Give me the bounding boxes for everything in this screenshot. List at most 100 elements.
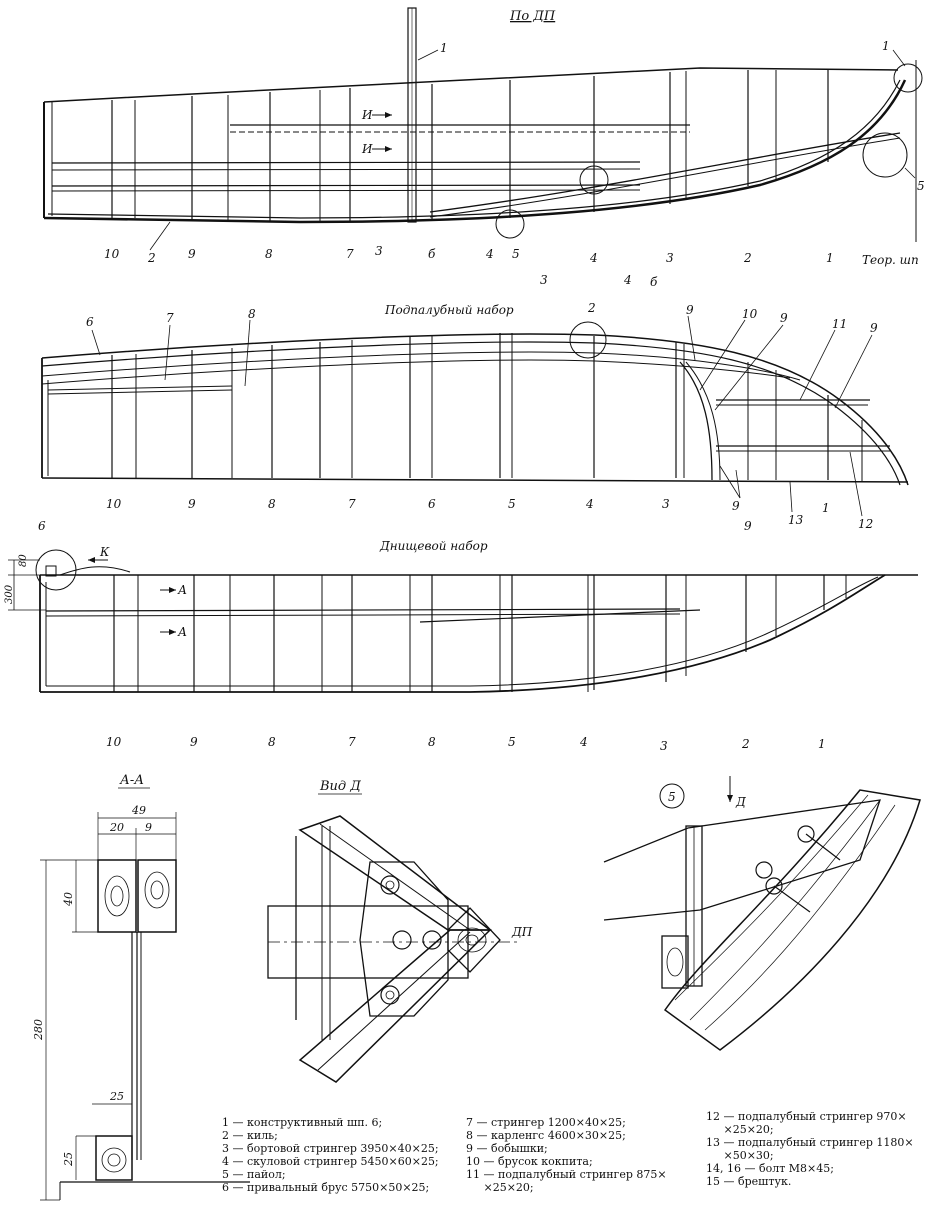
svg-text:9: 9 bbox=[780, 311, 788, 325]
svg-text:9: 9 bbox=[145, 821, 152, 834]
detail-5-stem-timber bbox=[663, 789, 921, 1051]
svg-text:25: 25 bbox=[62, 1152, 75, 1167]
svg-text:4: 4 bbox=[623, 273, 632, 287]
detail-circle-top-bow bbox=[893, 63, 923, 93]
detail-circle-top-mid bbox=[579, 165, 609, 195]
svg-text:А: А bbox=[177, 583, 187, 597]
section-aa: А-А 49 20 9 bbox=[32, 773, 250, 1201]
svg-text:7: 7 bbox=[348, 497, 356, 511]
svg-text:А: А bbox=[177, 625, 187, 639]
svg-text:8: 8 bbox=[248, 307, 256, 321]
svg-text:б: б bbox=[650, 275, 658, 289]
top-keel-line bbox=[43, 79, 907, 224]
top-callout-1b: 1 bbox=[882, 39, 890, 53]
svg-text:300: 300 bbox=[4, 584, 15, 604]
legend-column-3: 12 — подпалубный стрингер 970× ×25×20; 1… bbox=[706, 1110, 914, 1188]
svg-text:80: 80 bbox=[18, 554, 29, 567]
svg-text:9: 9 bbox=[870, 321, 878, 335]
top-sheer-line bbox=[43, 67, 899, 103]
svg-text:2: 2 bbox=[741, 737, 750, 751]
svg-text:5: 5 bbox=[508, 735, 516, 749]
svg-text:13: 13 bbox=[788, 513, 804, 527]
view-d-title: Вид Д bbox=[319, 779, 361, 794]
svg-text:40: 40 bbox=[62, 892, 75, 907]
top-view: По ДП И bbox=[43, 7, 925, 289]
svg-text:6: 6 bbox=[38, 519, 46, 533]
svg-text:49: 49 bbox=[131, 804, 146, 817]
svg-text:4: 4 bbox=[585, 497, 594, 511]
bottom-frame-title: Днищевой набор bbox=[379, 539, 488, 553]
svg-text:6: 6 bbox=[86, 315, 94, 329]
svg-text:1: 1 bbox=[826, 251, 834, 265]
svg-text:б: б bbox=[428, 247, 436, 261]
section-timber-bottom bbox=[95, 1135, 133, 1181]
svg-text:7: 7 bbox=[346, 247, 354, 261]
svg-text:9: 9 bbox=[744, 519, 752, 533]
deck-sheer bbox=[41, 333, 909, 486]
legend-column-1: 1 — конструктивный шп. 6; 2 — киль; 3 — … bbox=[222, 1116, 439, 1194]
view-d-stem bbox=[447, 907, 501, 973]
svg-text:280: 280 bbox=[32, 1019, 45, 1041]
detail-5-badge bbox=[659, 783, 685, 809]
svg-text:8: 8 bbox=[268, 497, 276, 511]
svg-text:20: 20 bbox=[109, 821, 124, 834]
svg-text:11: 11 bbox=[832, 317, 847, 331]
svg-text:5: 5 bbox=[512, 247, 520, 261]
section-timber-right bbox=[137, 859, 177, 933]
svg-text:3: 3 bbox=[540, 273, 548, 287]
deck-frame-view: Подпалубный набор bbox=[41, 301, 909, 533]
view-d-dp-label: ДП bbox=[511, 925, 533, 939]
svg-text:9: 9 bbox=[188, 497, 196, 511]
svg-text:4: 4 bbox=[589, 251, 598, 265]
svg-text:Д: Д bbox=[735, 795, 746, 809]
svg-text:3: 3 bbox=[660, 739, 668, 753]
svg-text:4: 4 bbox=[485, 247, 494, 261]
svg-text:5: 5 bbox=[668, 790, 676, 804]
svg-text:2: 2 bbox=[587, 301, 596, 315]
svg-text:10: 10 bbox=[104, 247, 120, 261]
svg-text:3: 3 bbox=[375, 244, 383, 258]
svg-text:7: 7 bbox=[166, 311, 174, 325]
top-callout-5: 5 bbox=[917, 179, 925, 193]
svg-text:К: К bbox=[99, 545, 110, 559]
svg-text:8: 8 bbox=[268, 735, 276, 749]
detail-circle-top-5 bbox=[862, 132, 908, 178]
detail-5-stringer bbox=[603, 799, 881, 921]
svg-text:9: 9 bbox=[686, 303, 694, 317]
svg-text:3: 3 bbox=[666, 251, 674, 265]
bottom-chine bbox=[40, 574, 886, 693]
view-d-upper-plank bbox=[298, 815, 493, 931]
svg-text:И: И bbox=[361, 108, 373, 122]
svg-text:9: 9 bbox=[190, 735, 198, 749]
svg-text:3: 3 bbox=[662, 497, 670, 511]
detail-circle-bottom-6 bbox=[35, 549, 77, 591]
svg-text:9: 9 bbox=[732, 499, 740, 513]
svg-text:10: 10 bbox=[106, 497, 122, 511]
svg-text:6: 6 bbox=[428, 497, 436, 511]
view-d: Вид Д ДП bbox=[267, 779, 533, 1083]
svg-text:10: 10 bbox=[106, 735, 122, 749]
bottom-frame-view: Днищевой набор bbox=[4, 519, 918, 753]
view-d-breasthook bbox=[359, 861, 449, 1017]
svg-text:10: 10 bbox=[742, 307, 758, 321]
svg-text:5: 5 bbox=[508, 497, 516, 511]
view-d-lower-plank bbox=[298, 929, 492, 1083]
section-timber-left bbox=[97, 859, 137, 933]
svg-text:4: 4 bbox=[579, 735, 588, 749]
cockpit-bow-curve bbox=[679, 361, 713, 481]
top-callout-1: 1 bbox=[440, 41, 448, 55]
top-view-title: По ДП bbox=[509, 9, 556, 24]
detail-circle-top-low bbox=[495, 209, 525, 239]
detail-5: 5 Д bbox=[603, 776, 921, 1051]
svg-text:1: 1 bbox=[818, 737, 826, 751]
svg-text:2: 2 bbox=[743, 251, 752, 265]
svg-text:1: 1 bbox=[822, 501, 830, 515]
svg-text:7: 7 bbox=[348, 735, 356, 749]
svg-text:12: 12 bbox=[858, 517, 873, 531]
detail-circle-deck-2 bbox=[569, 321, 607, 359]
svg-text:25: 25 bbox=[109, 1090, 124, 1103]
section-aa-title: А-А bbox=[119, 773, 144, 788]
legend-column-2: 7 — стрингер 1200×40×25; 8 — карленгс 46… bbox=[466, 1116, 667, 1194]
svg-text:И: И bbox=[361, 142, 373, 156]
